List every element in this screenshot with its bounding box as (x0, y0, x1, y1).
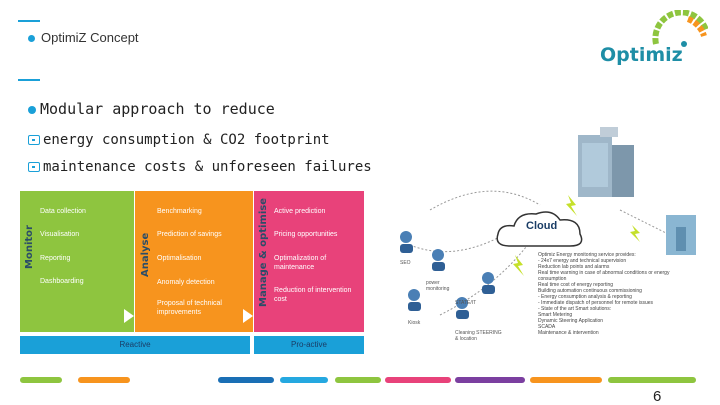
optimiz-logo (652, 10, 708, 47)
analyse-item: Anomaly detection (157, 279, 215, 286)
description-line: Smart Metering (538, 312, 573, 318)
monitor-item: Reporting (40, 255, 71, 262)
description-line: Real time warning in case of abnormal co… (538, 270, 670, 282)
monitor-label: Monitor (24, 225, 35, 269)
description-line: - State of the art Smart solutions: (538, 306, 612, 312)
description-line: SCADA (538, 324, 556, 330)
bullet-maintenance-text: maintenance costs & unforeseen failures (43, 159, 372, 175)
section-heading-text: Modular approach to reduce (40, 100, 275, 118)
service-description: Optimiz Energy monitoring service provid… (538, 252, 698, 336)
reactive-bar: Reactive (20, 336, 250, 354)
network-illustration (400, 127, 696, 319)
cloud-label: Cloud (526, 220, 558, 232)
monitor-column: Monitor Data collection Visualisation Re… (20, 191, 134, 332)
analyse-item: Optimalisation (157, 255, 202, 262)
description-line: - Energy consumption analysis & reportin… (538, 294, 632, 300)
heading-bullet-icon (28, 105, 36, 114)
monitor-item: Visualisation (40, 231, 80, 238)
manage-item: Optimalization of maintenance (274, 255, 327, 271)
bullet-energy: energy consumption & CO2 footprint (28, 132, 330, 148)
user-label: Kiosk (408, 320, 421, 326)
accent-line-middle (18, 79, 40, 81)
footer-bar-segment (455, 377, 525, 383)
section-heading: Modular approach to reduce (28, 100, 275, 118)
footer-bar-segment (280, 377, 328, 383)
analyse-item: Benchmarking (157, 208, 202, 215)
user-label: STATE/IT (455, 300, 477, 306)
manage-label: Manage & optimise (258, 197, 269, 307)
server-building-icon (666, 215, 696, 255)
sub-bullet-icon (28, 135, 40, 145)
user-label: Cleaning STEERING & location (455, 330, 502, 342)
manage-item: Active prediction (274, 208, 326, 215)
description-line: - Immediate dispatch of personnel for re… (538, 300, 654, 306)
accent-line-top (18, 20, 40, 22)
title-bullet-icon (28, 35, 35, 43)
description-line: Real time cost of energy reporting (538, 282, 614, 288)
description-line: Reduction lab points and alarms (538, 264, 610, 270)
footer-bar-segment (530, 377, 602, 383)
analyse-column: Analyse Benchmarking Prediction of savin… (135, 191, 253, 332)
footer-bar-segment (335, 377, 381, 383)
monitor-item: Data collection (40, 208, 86, 215)
proactive-bar: Pro-active (254, 336, 364, 354)
slide-title: OptimiZ Concept (28, 30, 139, 45)
footer-bar-segment (218, 377, 274, 383)
description-line: - 24x7 energy and technical supervision (538, 258, 627, 264)
manage-column: Manage & optimise Active prediction Pric… (254, 191, 364, 332)
footer-bar-segment (20, 377, 62, 383)
slide-title-text: OptimiZ Concept (41, 30, 139, 45)
footer-bar-segment (385, 377, 451, 383)
arrow-right-icon (124, 309, 134, 323)
analyse-item: Proposal of technical improvements (157, 300, 222, 316)
footer-bar-segment (78, 377, 130, 383)
bullet-energy-text: energy consumption & CO2 footprint (43, 132, 330, 148)
description-line: Optimiz Energy monitoring service provid… (538, 252, 636, 258)
description-line: Building automation continuous commissio… (538, 288, 642, 294)
users-group-icon (400, 231, 495, 319)
cloud-icon (496, 211, 583, 247)
building-icon (578, 127, 634, 197)
page-number: 6 (653, 388, 662, 405)
sub-bullet-icon (28, 162, 40, 172)
analyse-label: Analyse (140, 232, 151, 277)
user-label: power monitoring (426, 280, 450, 292)
description-line: Dynamic Steering Application (538, 318, 604, 324)
manage-item: Pricing opportunities (274, 231, 338, 238)
description-line: Maintenance & intervention (538, 330, 599, 336)
arrow-right-icon (243, 309, 253, 323)
logo-text: Optimiz (600, 44, 683, 66)
monitor-item: Dashboarding (40, 278, 84, 285)
user-label: SEO (400, 260, 411, 266)
bullet-maintenance: maintenance costs & unforeseen failures (28, 159, 372, 175)
analyse-item: Prediction of savings (157, 231, 222, 238)
footer-bar-segment (608, 377, 696, 383)
manage-item: Reduction of intervention cost (274, 287, 352, 303)
